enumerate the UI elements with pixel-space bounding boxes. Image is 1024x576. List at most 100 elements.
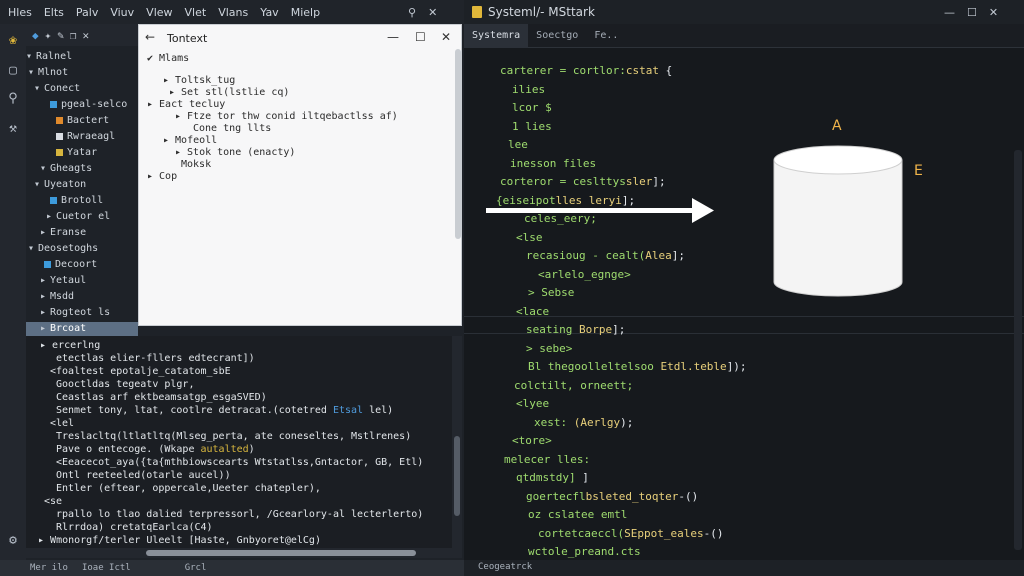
code-punct: -() (703, 526, 724, 540)
close-icon[interactable]: ✕ (988, 5, 999, 19)
app-logo-icon[interactable]: ❀ (9, 33, 17, 48)
check-icon: ✔ (147, 53, 154, 64)
status-item[interactable]: Ioae Ictl (81, 563, 131, 573)
code-text: > sebe> (526, 341, 573, 355)
tree-item[interactable]: ▾Gheagts (26, 162, 138, 176)
menu-item-2[interactable]: Palv (75, 5, 99, 19)
maximize-icon[interactable]: ☐ (415, 30, 426, 44)
pin-icon[interactable]: ⚲ (408, 5, 417, 19)
chevron-down-icon[interactable]: ▾ (28, 67, 35, 78)
back-icon[interactable]: ← (145, 30, 156, 44)
minimize-icon[interactable]: — (944, 5, 955, 19)
code-line: xest: (Aerlgy); (534, 416, 633, 429)
tree-item[interactable]: ▸Msdd (26, 290, 138, 304)
context-scrollbar[interactable] (455, 49, 461, 239)
chevron-right-icon[interactable]: ▸ (40, 227, 47, 238)
tree-item[interactable]: ▾Deosetoghs (26, 242, 138, 256)
tree-item[interactable]: ▸Yetaul (26, 274, 138, 288)
chevron-right-icon[interactable]: ▸ (40, 275, 47, 286)
close-icon[interactable]: ✕ (428, 5, 438, 19)
context-row-label: Stok tone (enacty) (187, 147, 296, 158)
chevron-down-icon[interactable]: ▾ (28, 243, 35, 254)
close-icon[interactable]: ✕ (82, 28, 90, 42)
code-line: rpallo lo tlao dalied terpressorl, /Gcea… (56, 509, 423, 520)
chevron-down-icon[interactable]: ▾ (26, 51, 33, 62)
context-row[interactable]: Moksk (175, 159, 211, 170)
maximize-icon[interactable]: ☐ (967, 5, 977, 19)
left-status-bar: Mer ilo Ioae Ictl Grcl (0, 560, 464, 576)
tree-item-label: Conect (44, 83, 81, 94)
code-text: qtdmstdy] (516, 471, 576, 484)
code-line: <arlelo_egnge> (538, 268, 631, 281)
editor-tab[interactable]: Fe.. (594, 30, 619, 41)
tree-item[interactable]: pgeal-selco (26, 98, 138, 112)
menu-item-6[interactable]: Vlans (218, 5, 249, 19)
tree-item[interactable]: Brotoll (26, 194, 138, 208)
status-item[interactable]: Grcl (184, 563, 207, 573)
menu-item-0[interactable]: Hles (8, 5, 32, 19)
context-row[interactable]: ▸Toltsk_tug (163, 75, 235, 86)
explorer-icon[interactable]: ◆ (32, 28, 39, 42)
edit-icon[interactable]: ✎ (57, 28, 64, 42)
menu-item-4[interactable]: Vlew (146, 5, 173, 19)
chevron-right-icon[interactable]: ▸ (40, 340, 53, 351)
settings-icon[interactable]: ⚙ (9, 533, 17, 548)
editor-tab[interactable]: Soectgo (536, 30, 579, 41)
tree-item[interactable]: ▾Uyeaton (26, 178, 138, 192)
code-line: etectlas elier-fllers edtecrant]) (56, 353, 255, 364)
context-row[interactable]: ▸Cop (147, 171, 177, 182)
code-line: <Eeacecot_aya({ta{mthbiowscearts Wtstatl… (56, 457, 423, 468)
context-row[interactable]: Cone tng llts (187, 123, 271, 134)
menu-item-3[interactable]: Viuv (110, 5, 135, 19)
search-icon[interactable]: ⚲ (8, 91, 18, 106)
context-row[interactable]: ✔Mlams (147, 53, 189, 64)
context-row[interactable]: ▸Mofeoll (163, 135, 217, 146)
tree-item[interactable]: ▾Ralnel (26, 50, 138, 64)
tree-item[interactable]: ▾Mlnot (26, 66, 138, 80)
chevron-right-icon: ▸ (147, 171, 154, 182)
chevron-down-icon[interactable]: ▾ (40, 163, 47, 174)
chevron-right-icon[interactable]: ▸ (40, 307, 47, 318)
tree-item[interactable]: ▸Rogteot ls (26, 306, 138, 320)
files-icon[interactable]: ▢ (9, 63, 17, 78)
chevron-right-icon[interactable]: ▸ (40, 291, 47, 302)
code-punct: { (658, 64, 673, 77)
code-text: Treslacltq(ltlatltq(Mlseg_perta, ate con… (56, 431, 412, 442)
tree-item[interactable]: Rwraeagl (26, 130, 138, 144)
left-vertical-scrollbar[interactable] (452, 336, 462, 548)
tree-item[interactable]: Bactert (26, 114, 138, 128)
chevron-right-icon[interactable]: ▸ (38, 535, 51, 546)
context-row[interactable]: ▸Eact tecluy (147, 99, 225, 110)
right-vertical-scrollbar[interactable] (1014, 150, 1022, 550)
status-item[interactable]: Mer ilo (30, 563, 68, 573)
chevron-down-icon[interactable]: ▾ (34, 83, 41, 94)
close-icon[interactable]: ✕ (441, 30, 452, 44)
menu-item-7[interactable]: Yav (260, 5, 279, 19)
code-text: <lse (516, 230, 543, 244)
tree-item[interactable]: ▾Conect (26, 82, 138, 96)
tree-item[interactable]: ▸Eranse (26, 226, 138, 240)
tree-item[interactable]: Yatar (26, 146, 138, 160)
chevron-right-icon[interactable]: ▸ (40, 323, 47, 334)
chevron-right-icon[interactable]: ▸ (46, 211, 53, 222)
menu-item-5[interactable]: Vlet (184, 5, 207, 19)
left-horizontal-scrollbar[interactable] (26, 548, 462, 558)
tree-item[interactable]: ▸Brcoat (26, 322, 138, 336)
tree-item[interactable]: ▸Cuetor el (26, 210, 138, 224)
minimize-icon[interactable]: — (387, 30, 399, 44)
status-text[interactable]: Ceogeatrck (478, 562, 533, 572)
chevron-down-icon[interactable]: ▾ (34, 179, 41, 190)
context-row[interactable]: ▸Set stl(lstlie cq) (169, 87, 289, 98)
menu-item-8[interactable]: Mielp (290, 5, 321, 19)
context-row[interactable]: ▸Stok tone (enacty) (175, 147, 295, 158)
copy-icon[interactable]: ❐ (69, 28, 77, 42)
editor-tab[interactable]: Systemra (464, 24, 529, 48)
code-line: Ontl reeteeled(otarle aucel)) (56, 470, 231, 481)
context-row[interactable]: ▸Ftze tor thw conid iltqebactlss af) (175, 111, 398, 122)
menu-item-1[interactable]: Elts (43, 5, 64, 19)
tree-item[interactable]: Decoort (26, 258, 138, 272)
pin-icon[interactable]: ✦ (44, 28, 52, 42)
tools-icon[interactable]: ⚒ (9, 121, 17, 136)
